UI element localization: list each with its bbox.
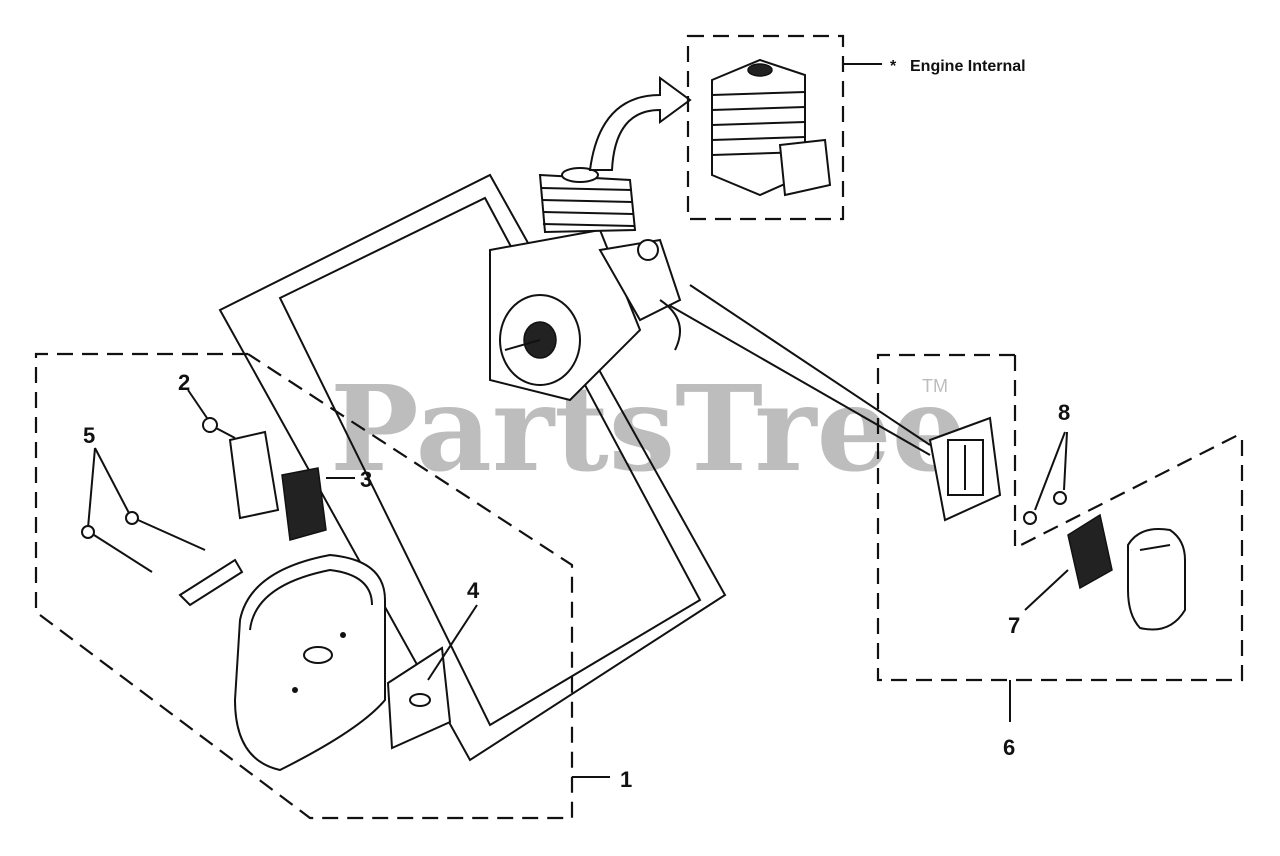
air-filter-base: [928, 416, 1002, 522]
label-2: 2: [178, 370, 190, 395]
watermark: PartsTree TM: [330, 359, 967, 498]
label-6: 6: [1003, 735, 1015, 760]
part-4-gasket: [386, 604, 478, 750]
label-5: 5: [83, 423, 95, 448]
watermark-text: PartsTree: [330, 359, 967, 498]
engine-internal-box: [686, 34, 882, 221]
heat-plate: [228, 430, 280, 520]
label-7: 7: [1008, 613, 1020, 638]
part-8-nuts: [1023, 431, 1068, 525]
muffler: [233, 553, 386, 772]
bracket-plate: [178, 558, 244, 607]
part-5-bolts: [81, 447, 206, 573]
engine-internal-label: Engine Internal: [910, 58, 1026, 75]
air-filter-cover: [1127, 528, 1186, 631]
label-8: 8: [1058, 400, 1070, 425]
callout-arrow: [588, 76, 692, 171]
assembly-outline: [218, 173, 931, 762]
watermark-tm: TM: [922, 376, 948, 396]
callout-star: *: [890, 58, 897, 75]
part-7-filter: [1024, 513, 1113, 611]
part-2-screw: [187, 389, 236, 439]
engine: [489, 167, 682, 402]
label-3: 3: [360, 467, 372, 492]
part-3-screen: [281, 467, 355, 541]
label-4: 4: [467, 578, 480, 603]
muffler-kit-box: [34, 352, 610, 820]
air-filter-box: [876, 353, 1244, 722]
label-1: 1: [620, 767, 632, 792]
